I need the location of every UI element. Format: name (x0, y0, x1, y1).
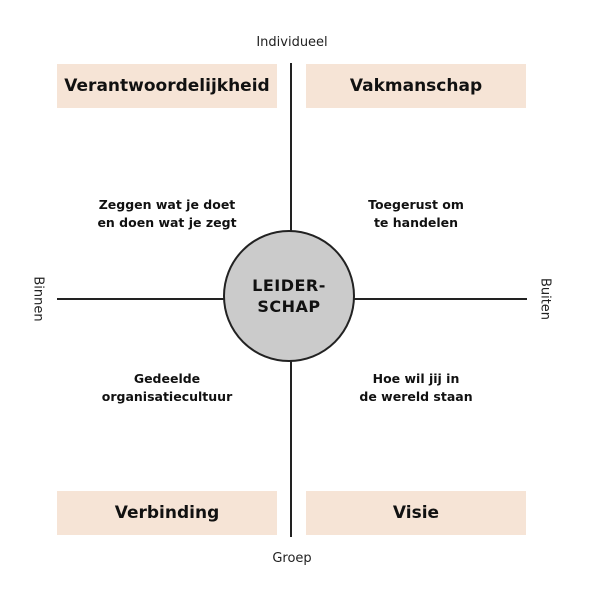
quadrant-text-line: Hoe wil jij in (372, 371, 460, 386)
quadrant-text-line: Toegerust om (368, 197, 464, 212)
quadrant-text-top-right: Toegerust om te handelen (316, 196, 516, 232)
axis-label-bottom: Groep (272, 551, 312, 566)
box-visie: Visie (306, 491, 526, 535)
box-vakmanschap: Vakmanschap (306, 64, 526, 108)
quadrant-text-line: en doen wat je zegt (97, 215, 237, 230)
box-verbinding: Verbinding (57, 491, 277, 535)
box-verantwoordelijkheid: Verantwoordelijkheid (57, 64, 277, 108)
center-circle-leiderschap: LEIDER- SCHAP (223, 230, 355, 362)
quadrant-text-line: organisatiecultuur (101, 389, 233, 404)
axis-label-left: Binnen (30, 276, 46, 322)
quadrant-text-line: Zeggen wat je doet (98, 197, 236, 212)
quadrant-text-line: Gedeelde (133, 371, 201, 386)
quadrant-text-top-left: Zeggen wat je doet en doen wat je zegt (67, 196, 267, 232)
center-label-line2: SCHAP (257, 297, 321, 316)
center-label-line1: LEIDER- (252, 276, 326, 295)
quadrant-text-line: te handelen (373, 215, 459, 230)
axis-label-right: Buiten (537, 277, 553, 321)
quadrant-text-line: de wereld staan (359, 389, 473, 404)
quadrant-text-bottom-right: Hoe wil jij in de wereld staan (316, 370, 516, 406)
axis-label-top: Individueel (256, 35, 328, 50)
quadrant-text-bottom-left: Gedeelde organisatiecultuur (67, 370, 267, 406)
